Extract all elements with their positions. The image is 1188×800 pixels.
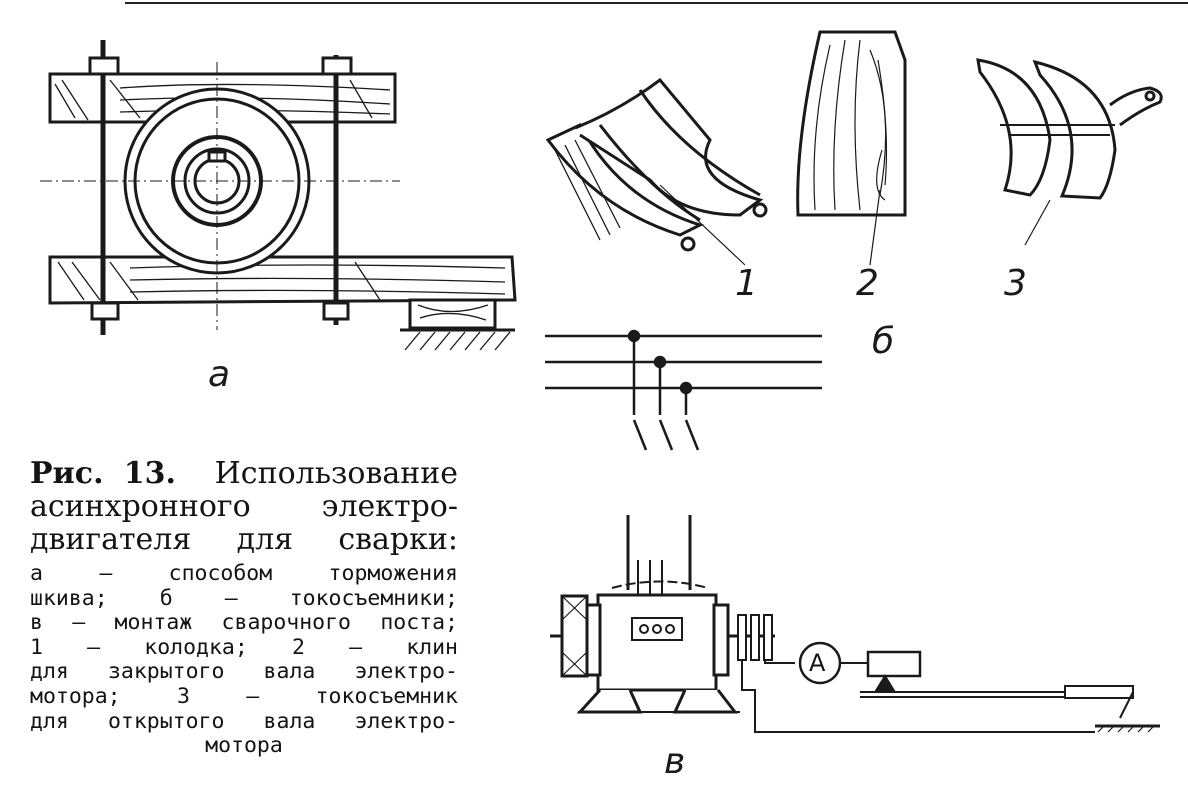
item-label-2: 2 <box>856 263 879 304</box>
caption-legend-line: мотора; 3 — токосъемник <box>30 683 458 709</box>
three-phase-bus <box>545 329 822 451</box>
figure-caption: Рис. 13. Использование асинхронного элек… <box>30 457 458 759</box>
item-label-1: 1 <box>735 263 758 304</box>
caption-title: Рис. 13. Использование асинхронного элек… <box>30 457 458 556</box>
part-label-v: в <box>664 741 686 782</box>
shoe-current-collector <box>545 77 768 266</box>
welding-post-circuit <box>550 515 1160 733</box>
caption-legend-line: для закрытого вала электро- <box>30 659 458 685</box>
caption-figure-number: Рис. 13. <box>30 456 176 491</box>
caption-legend-line: для открытого вала электро- <box>30 708 458 734</box>
wedge-closed-shaft <box>796 30 907 266</box>
caption-legend-line: мотора <box>205 733 283 759</box>
ammeter-label: A <box>809 649 826 677</box>
part-label-b: б <box>872 321 895 362</box>
caption-title-line: двигателя для сварки: <box>30 522 458 557</box>
caption-legend-line: 1 — колодка; 2 — клин <box>30 634 458 660</box>
collector-open-shaft <box>976 58 1163 246</box>
pulley-brake-assembly <box>40 40 517 351</box>
caption-title-line: Использование <box>214 456 458 491</box>
item-label-3: 3 <box>1004 263 1027 304</box>
part-label-a: а <box>208 354 231 395</box>
caption-legend-line: в — монтаж сварочного поста; <box>30 610 458 636</box>
caption-legend-line: а — способом торможения <box>30 561 458 586</box>
caption-legend-line: шкива; б — токосъемники; <box>30 585 458 611</box>
caption-legend: а — способом торможения шкива; б — токос… <box>30 561 458 759</box>
caption-title-line: асинхронного электро- <box>30 489 458 524</box>
